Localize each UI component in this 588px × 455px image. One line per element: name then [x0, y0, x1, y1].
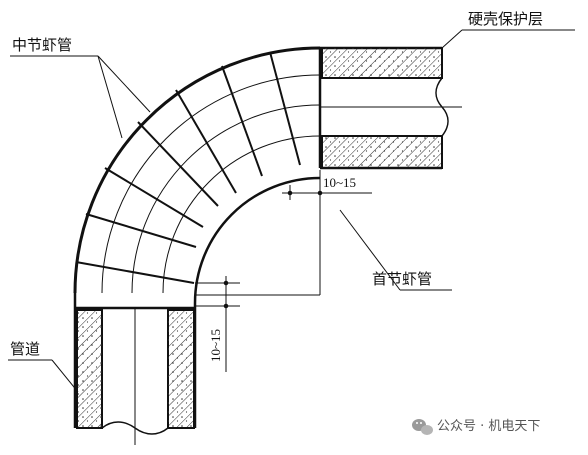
elbow-outer-wall [73, 46, 321, 294]
elbow-guide-arc [162, 135, 321, 294]
elbow-guide-arc [131, 104, 321, 294]
elbow-inner-wall [193, 176, 321, 304]
segment-joint [85, 213, 197, 248]
leader-lines [8, 29, 575, 393]
watermark-text: 公众号 · 机电天下 [437, 419, 540, 434]
watermark: 公众号 · 机电天下 [412, 419, 540, 435]
segment-joint [137, 121, 219, 207]
elbow-bend [73, 46, 321, 304]
label-end-segment: 首节虾管 [372, 270, 432, 288]
gap-dimension-side: 10~15 [208, 329, 223, 362]
segment-joint [221, 65, 263, 177]
break-symbol [101, 421, 169, 435]
dimension-marks [195, 170, 372, 372]
wechat-icon [412, 419, 433, 435]
segment-joint [175, 89, 237, 194]
break-symbol [435, 77, 449, 137]
gap-dimension-top: 10~15 [323, 175, 356, 190]
label-hard-shell: 硬壳保护层 [468, 10, 543, 28]
segment-joint [269, 51, 301, 166]
segment-joint [75, 261, 195, 284]
pipe-right [318, 46, 462, 170]
pipe-bottom [73, 293, 197, 445]
elbow-guide-arc [101, 74, 321, 294]
label-middle-segment: 中节虾管 [12, 36, 72, 54]
segment-joint [104, 167, 204, 228]
label-pipe: 管道 [10, 340, 40, 358]
